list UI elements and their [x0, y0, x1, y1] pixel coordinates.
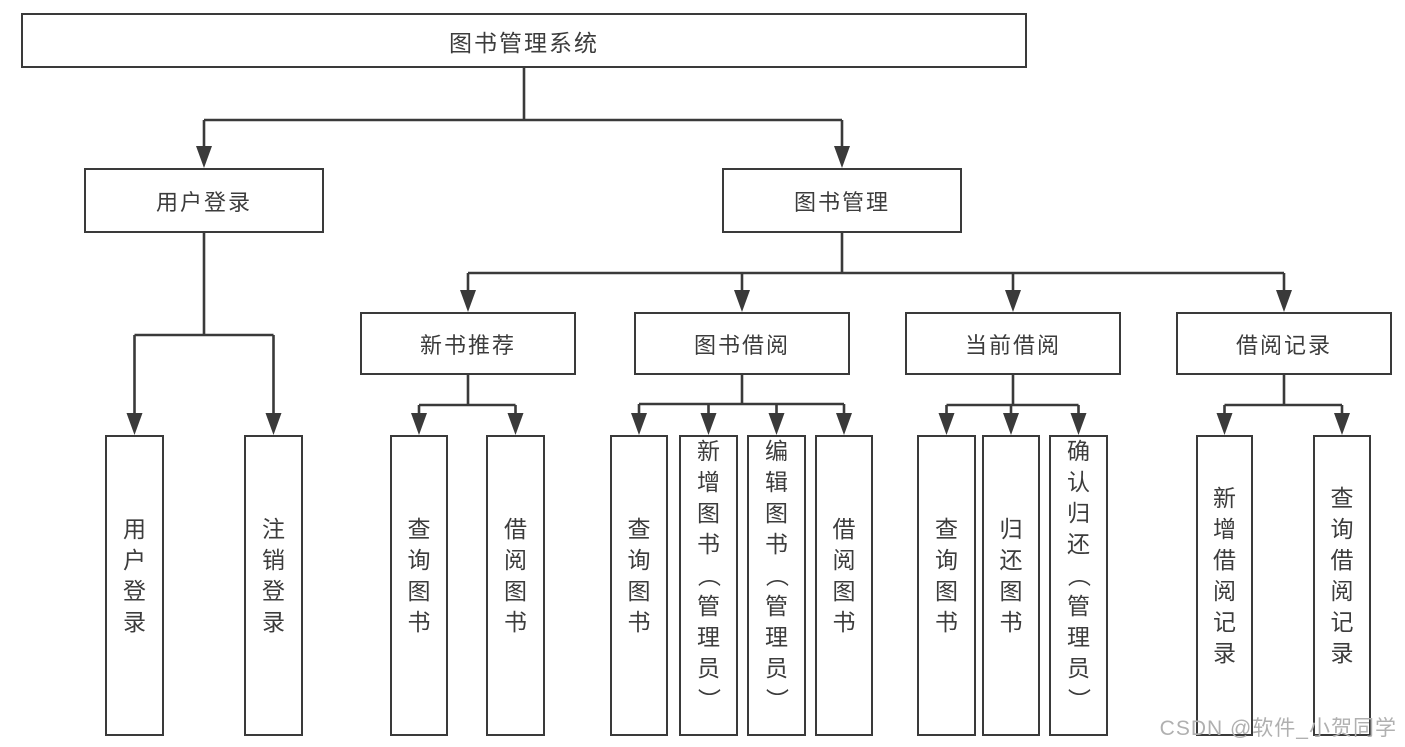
node-label: 确认归还（管理员） — [1066, 438, 1092, 711]
node-label: 借阅图书 — [832, 515, 856, 635]
node-current-borrow: 当前借阅 — [905, 312, 1121, 375]
node-label: 新增借阅记录 — [1213, 484, 1236, 666]
arrowheads — [126, 146, 1350, 435]
node-label: 查询图书 — [407, 515, 431, 635]
leaf-borrow-books-1: 借阅图书 — [486, 435, 545, 736]
node-label: 注销登录 — [262, 515, 285, 635]
leaf-add-borrow-record: 新增借阅记录 — [1196, 435, 1253, 736]
leaf-return-books: 归还图书 — [982, 435, 1040, 736]
leaf-add-books-admin: 新增图书（管理员） — [679, 435, 738, 736]
leaf-confirm-return-admin: 确认归还（管理员） — [1049, 435, 1108, 736]
leaf-borrow-books-2: 借阅图书 — [815, 435, 873, 736]
node-label: 用户登录 — [123, 515, 146, 635]
node-label: 借阅图书 — [504, 515, 527, 635]
node-book-management: 图书管理 — [722, 168, 962, 233]
node-label: 编辑图书（管理员） — [764, 438, 790, 711]
node-label: 归还图书 — [999, 515, 1023, 635]
node-label: 查询图书 — [935, 515, 958, 635]
node-user-login: 用户登录 — [84, 168, 324, 233]
node-label: 查询借阅记录 — [1330, 484, 1354, 666]
node-label: 用户登录 — [155, 189, 252, 215]
csdn-watermark: CSDN @软件_小贺同学 — [1159, 717, 1397, 740]
node-label: 新增图书（管理员） — [696, 438, 722, 711]
leaf-query-borrow-record: 查询借阅记录 — [1313, 435, 1371, 736]
node-borrow-record: 借阅记录 — [1176, 312, 1392, 375]
leaf-query-books-3: 查询图书 — [917, 435, 976, 736]
node-label: 查询图书 — [627, 515, 651, 635]
node-book-borrow: 图书借阅 — [634, 312, 850, 375]
node-label: 图书管理系统 — [449, 29, 599, 56]
node-label: 当前借阅 — [964, 332, 1061, 358]
leaf-query-books-2: 查询图书 — [610, 435, 668, 736]
node-library-management-system: 图书管理系统 — [21, 13, 1027, 68]
leaf-edit-books-admin: 编辑图书（管理员） — [747, 435, 806, 736]
node-new-book-recommend: 新书推荐 — [360, 312, 576, 375]
node-label: 借阅记录 — [1235, 332, 1332, 358]
node-label: 新书推荐 — [419, 332, 516, 358]
node-label: 图书借阅 — [693, 332, 790, 358]
leaf-user-login: 用户登录 — [105, 435, 164, 736]
leaf-logout: 注销登录 — [244, 435, 303, 736]
leaf-query-books-1: 查询图书 — [390, 435, 448, 736]
node-label: 图书管理 — [793, 189, 890, 215]
